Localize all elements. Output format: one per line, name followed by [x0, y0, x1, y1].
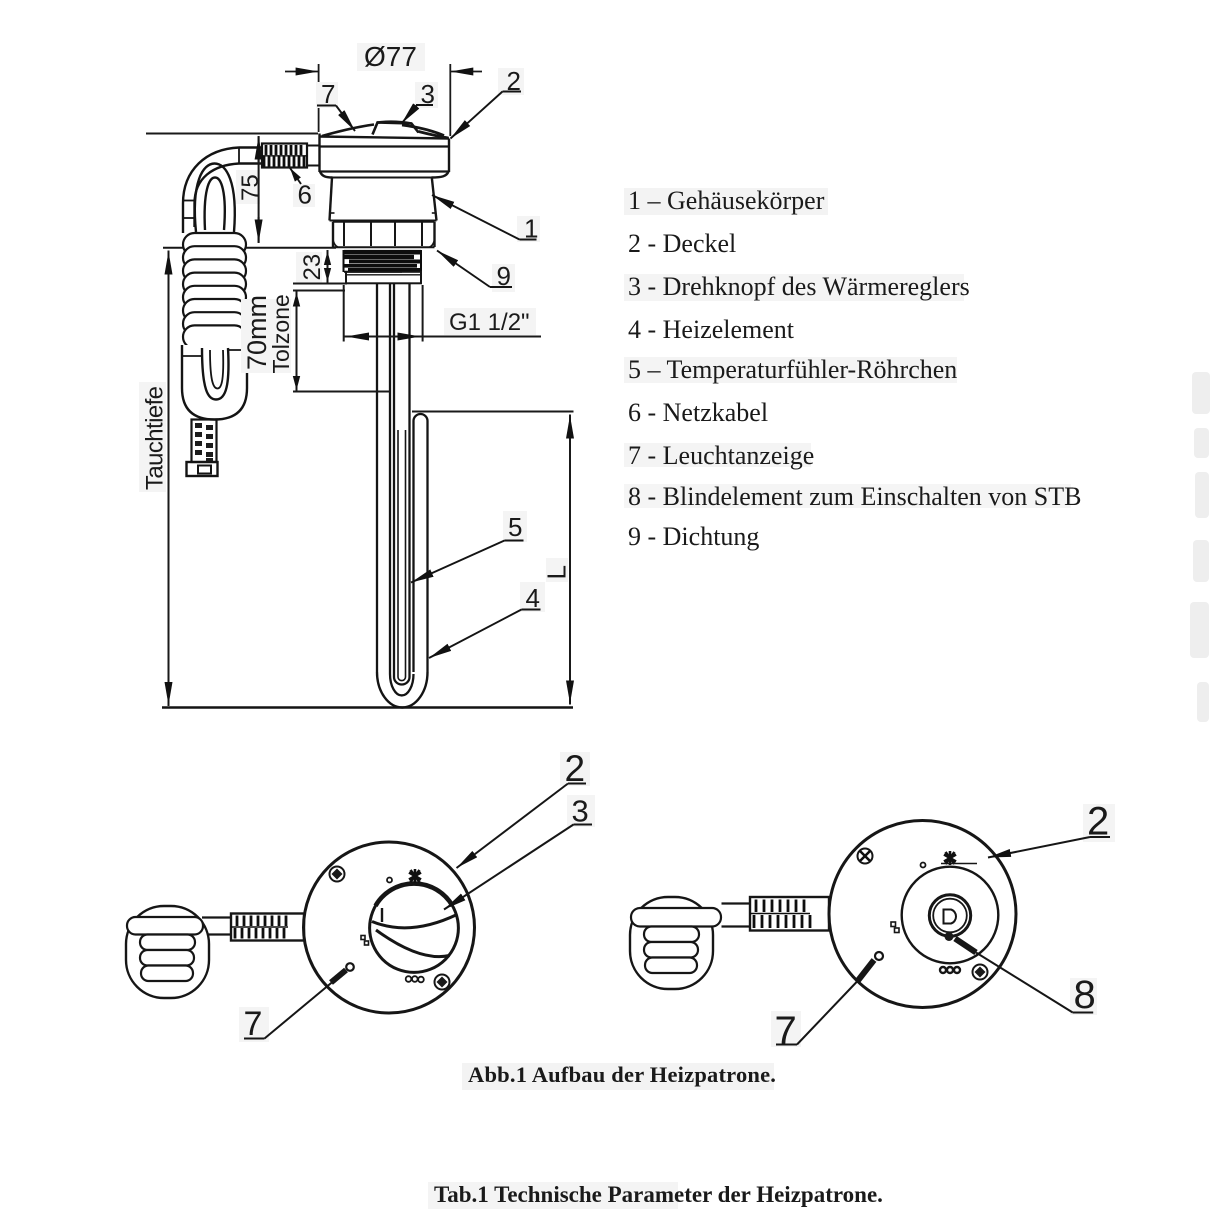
svg-text:9 - Dichtung: 9 - Dichtung [628, 522, 759, 551]
svg-text:4 - Heizelement: 4 - Heizelement [628, 315, 795, 344]
svg-text:L: L [542, 565, 572, 579]
svg-text:8: 8 [1074, 973, 1096, 1017]
svg-text:6: 6 [298, 180, 312, 210]
svg-text:G1 1/2": G1 1/2" [449, 309, 530, 336]
svg-text:23: 23 [299, 254, 326, 281]
svg-text:2 - Deckel: 2 - Deckel [628, 229, 736, 258]
svg-text:Tab.1 Technische Parameter der: Tab.1 Technische Parameter der Heizpatro… [434, 1182, 883, 1207]
svg-text:7: 7 [244, 1005, 263, 1043]
svg-text:8 - Blindelement zum Einschalt: 8 - Blindelement zum Einschalten von STB [628, 482, 1081, 511]
svg-text:1 – Gehäusekörper: 1 – Gehäusekörper [628, 186, 825, 215]
svg-text:75: 75 [237, 174, 264, 201]
svg-text:2: 2 [565, 748, 586, 789]
svg-text:70mm: 70mm [242, 295, 272, 370]
svg-text:6 - Netzkabel: 6 - Netzkabel [628, 398, 768, 427]
svg-text:7: 7 [775, 1009, 797, 1053]
svg-text:7 - Leuchtanzeige: 7 - Leuchtanzeige [628, 441, 814, 470]
svg-text:2: 2 [507, 66, 521, 96]
svg-text:3: 3 [421, 79, 435, 109]
svg-text:4: 4 [526, 583, 540, 613]
svg-text:Ø77: Ø77 [364, 41, 417, 72]
svg-text:9: 9 [497, 261, 511, 291]
svg-text:Tauchtiefe: Tauchtiefe [142, 386, 169, 490]
svg-text:5 – Temperaturfühler-Röhrchen: 5 – Temperaturfühler-Röhrchen [628, 355, 957, 384]
svg-text:2: 2 [1087, 800, 1109, 844]
svg-text:Abb.1 Aufbau der Heizpatrone.: Abb.1 Aufbau der Heizpatrone. [468, 1062, 776, 1087]
svg-text:7: 7 [321, 79, 335, 109]
svg-text:3: 3 [572, 794, 589, 829]
svg-text:3 - Drehknopf des Wärmereglers: 3 - Drehknopf des Wärmereglers [628, 272, 970, 301]
svg-text:1: 1 [524, 214, 538, 244]
svg-text:5: 5 [508, 512, 522, 542]
svg-text:Tolzone: Tolzone [268, 294, 294, 373]
